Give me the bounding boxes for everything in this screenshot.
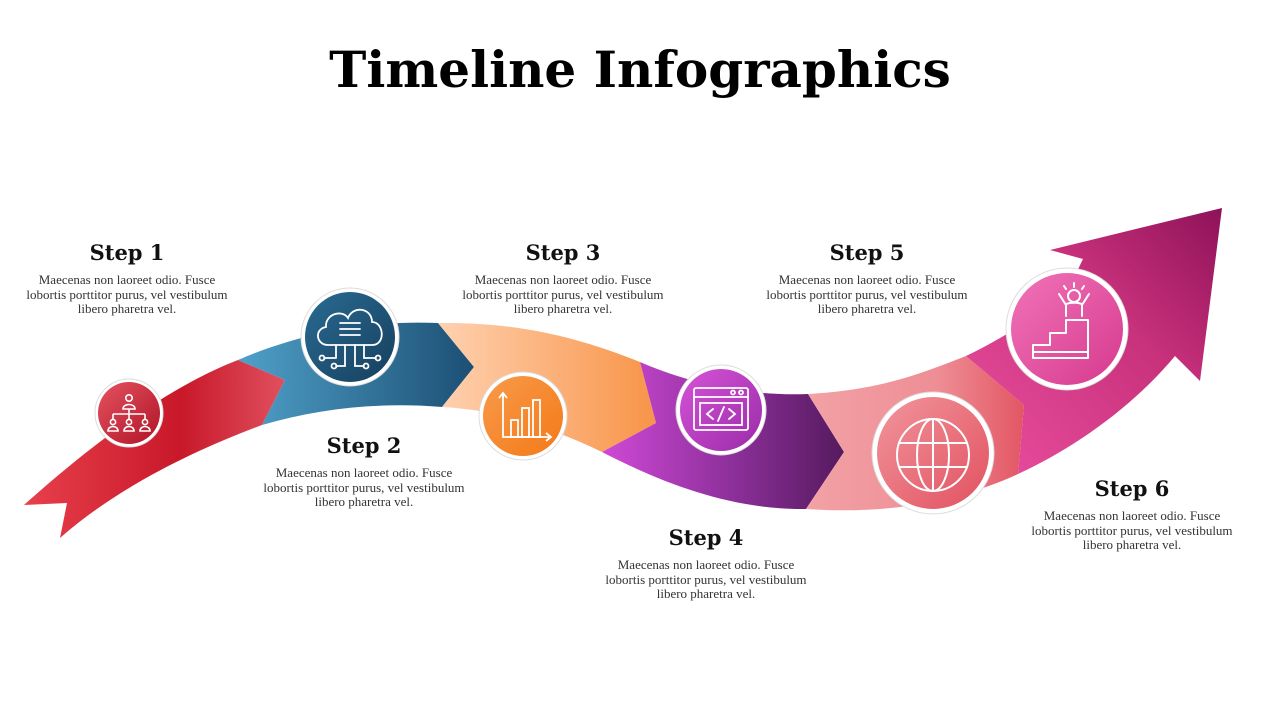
success-stairs-icon [1032, 282, 1090, 359]
step-6-title: Step 6 [1094, 476, 1170, 501]
step-2-text-block: Step 2 Maecenas non laoreet odio. Fusce … [249, 433, 479, 510]
step-4-icon-badge [675, 364, 767, 456]
step-5-title: Step 5 [829, 240, 905, 265]
step-5-icon-badge [871, 391, 995, 515]
step-3-icon-badge [478, 371, 568, 461]
step-2-title: Step 2 [326, 433, 402, 458]
cloud-network-icon [317, 308, 383, 370]
code-window-icon [693, 387, 749, 431]
bar-chart-icon [498, 391, 553, 442]
step-5-description: Maecenas non laoreet odio. Fusce loborti… [766, 272, 968, 316]
step-1-icon-badge [94, 378, 164, 448]
step-2-icon-badge [300, 287, 400, 387]
organization-chart-icon [107, 393, 151, 432]
step-6-text-block: Step 6 Maecenas non laoreet odio. Fusce … [1017, 476, 1247, 553]
step-1-title: Step 1 [89, 240, 165, 265]
step-3-title: Step 3 [525, 240, 601, 265]
step-1-text-block: Step 1 Maecenas non laoreet odio. Fusce … [12, 240, 242, 317]
ribbon-segment-1 [24, 360, 285, 538]
page-title: Timeline Infographics [329, 40, 951, 99]
step-5-text-block: Step 5 Maecenas non laoreet odio. Fusce … [752, 240, 982, 317]
step-3-description: Maecenas non laoreet odio. Fusce loborti… [462, 272, 664, 316]
step-6-icon-badge [1005, 267, 1129, 391]
step-2-description: Maecenas non laoreet odio. Fusce loborti… [263, 465, 465, 509]
step-4-text-block: Step 4 Maecenas non laoreet odio. Fusce … [591, 525, 821, 602]
step-4-description: Maecenas non laoreet odio. Fusce loborti… [605, 557, 807, 601]
step-4-title: Step 4 [668, 525, 744, 550]
step-6-description: Maecenas non laoreet odio. Fusce loborti… [1031, 508, 1233, 552]
step-3-text-block: Step 3 Maecenas non laoreet odio. Fusce … [448, 240, 678, 317]
globe-icon [896, 418, 970, 492]
step-1-description: Maecenas non laoreet odio. Fusce loborti… [26, 272, 228, 316]
